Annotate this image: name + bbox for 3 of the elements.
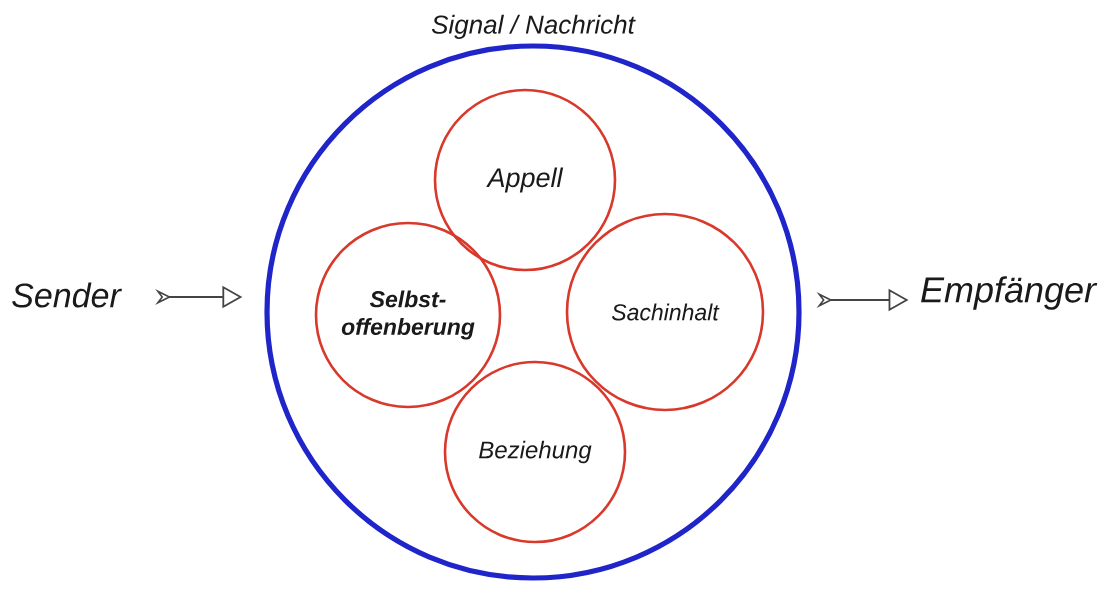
text-label: Empfänger bbox=[921, 276, 1098, 310]
node-label: Signal / Nachricht bbox=[431, 14, 636, 39]
text-label: Sender bbox=[12, 282, 122, 308]
